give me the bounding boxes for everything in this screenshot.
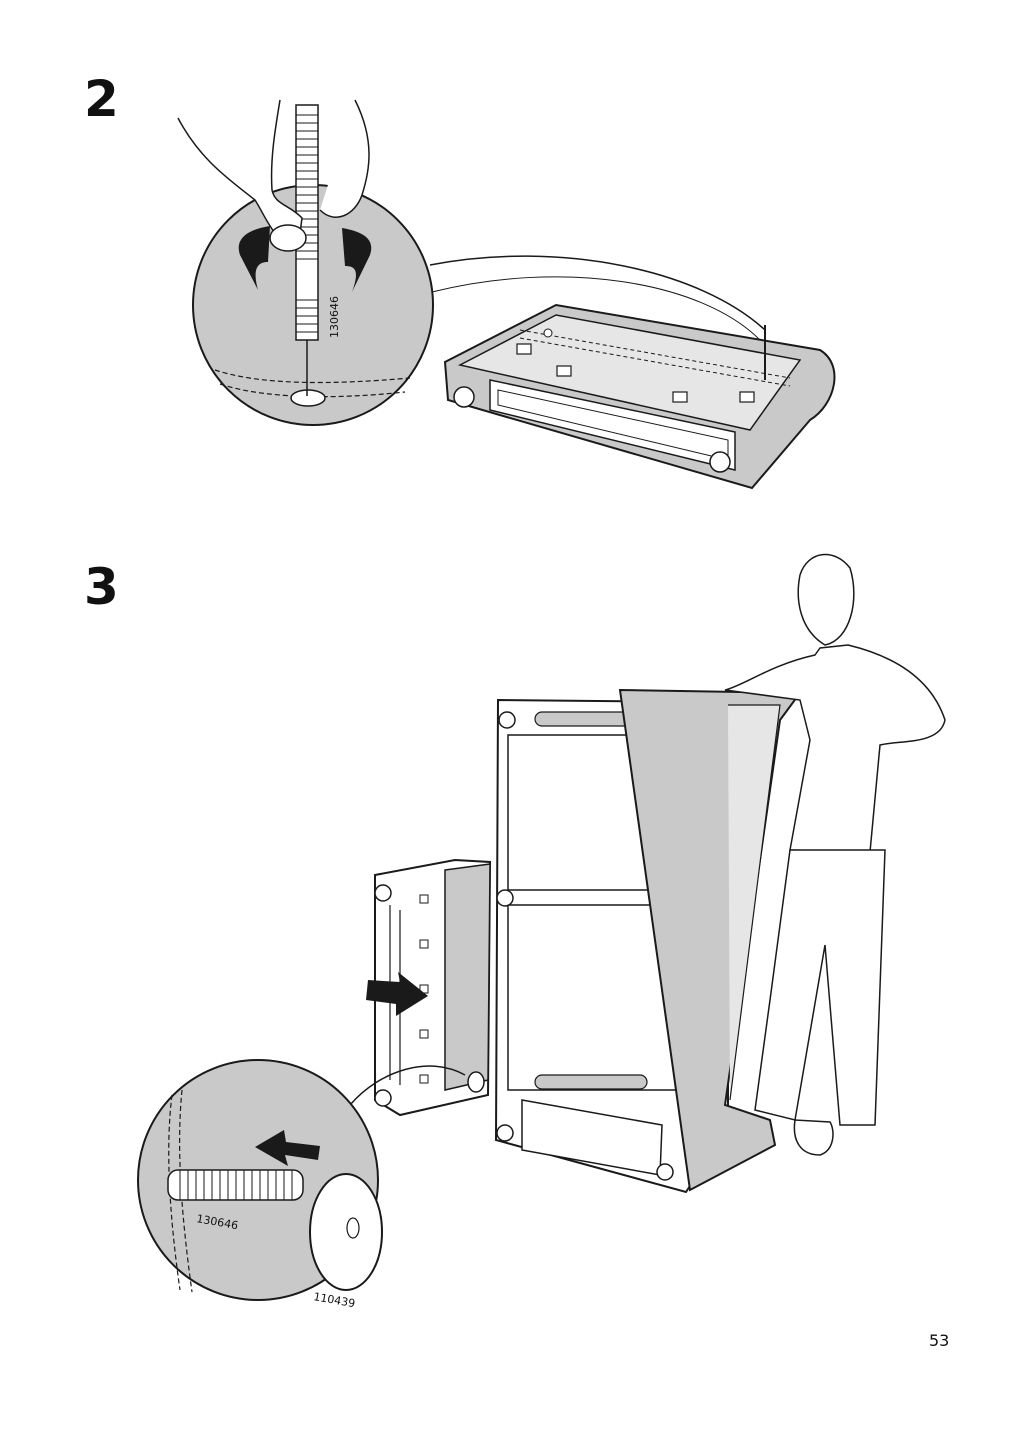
step-3-person [724,553,946,1156]
step-3-armrest [374,858,492,1117]
step-3-illustration: 130646 110439 [137,553,946,1310]
step-3-detail-circle: 130646 [137,1059,383,1301]
step-3-number: 3 [84,558,119,616]
push-right-arrow-icon [366,972,428,1016]
step-2-detail-circle: 130646 [177,99,434,426]
step-2-part-label: 130646 [328,296,341,338]
step-2-armrest [443,303,836,490]
step-3-disc-part-label: 110439 [312,1290,356,1310]
step-2-number: 2 [84,70,119,128]
step-2-illustration: 130646 [177,99,836,490]
insert-left-arrow-icon [255,1130,320,1166]
step-3-frame [494,688,802,1194]
page-number: 53 [929,1331,950,1350]
